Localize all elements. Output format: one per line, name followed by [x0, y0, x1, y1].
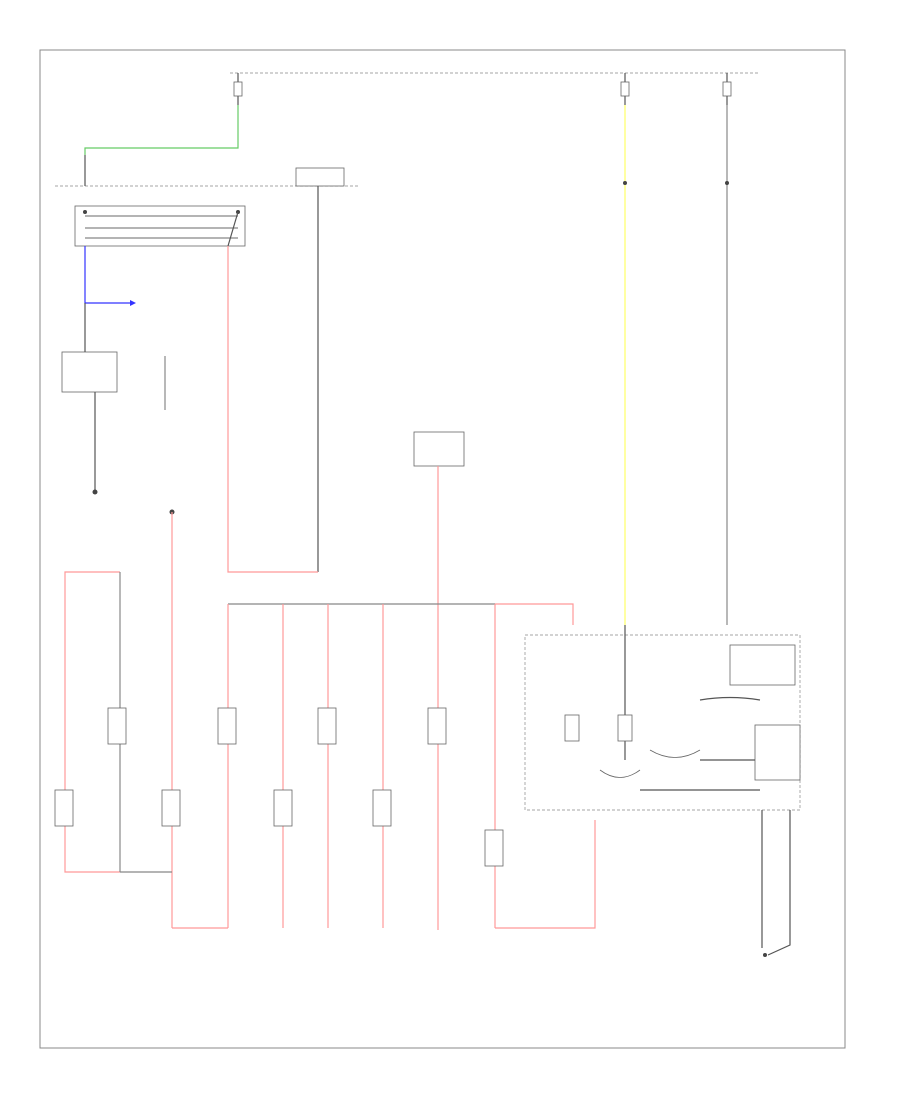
red-return-right: [495, 820, 596, 929]
fuse-b-icon: [620, 73, 630, 105]
red-loop-left: [64, 571, 120, 873]
module-internals: [564, 625, 801, 791]
blue-wire: [84, 246, 130, 304]
right-ground-wire-2: [767, 810, 791, 956]
fuse-a-icon: [233, 73, 243, 105]
ground-b: [169, 509, 175, 928]
sensor-5: [273, 789, 293, 827]
control-module: [524, 634, 801, 811]
sensor-1: [54, 789, 74, 827]
brake-switch: [61, 303, 166, 495]
diagram-frame: [39, 49, 846, 1049]
blue-arrow-icon: [130, 300, 136, 306]
junction-yellow: [623, 181, 627, 185]
green-wire: [84, 105, 239, 155]
red-wire-main: [227, 246, 318, 573]
connector-box: [413, 431, 465, 930]
sensor-9: [484, 829, 504, 867]
sensor-3: [161, 789, 181, 827]
combination-switch: [74, 205, 246, 247]
sensor-4: [217, 707, 237, 745]
sensor-6: [317, 707, 337, 745]
sensor-8: [427, 707, 447, 745]
junction-right: [725, 181, 729, 185]
fuse-c-icon: [722, 73, 732, 105]
diode-assembly: [295, 167, 345, 572]
sensor-7: [372, 789, 392, 827]
red-bus-right: [495, 603, 574, 625]
right-ground-point: [763, 953, 767, 957]
sensor-2: [107, 707, 127, 745]
